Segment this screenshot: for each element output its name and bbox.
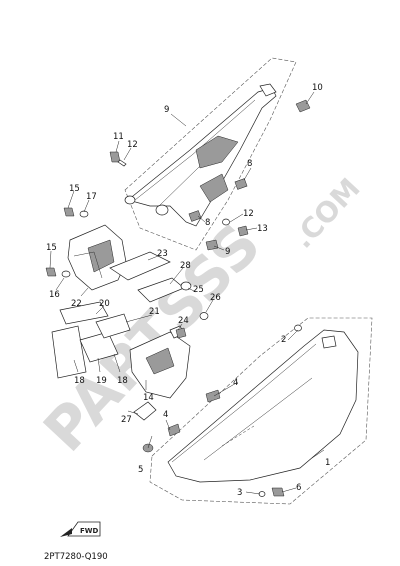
leader-lines — [49, 91, 325, 495]
callout-8: 8 — [247, 159, 252, 169]
fwd-arrow-icon: FWD — [60, 521, 101, 537]
callout-4: 4 — [163, 410, 168, 420]
callout-28: 28 — [180, 261, 191, 271]
callout-7: 9 — [164, 105, 169, 115]
callout-23: 23 — [157, 249, 168, 259]
callout-21: 21 — [149, 307, 160, 317]
callout-6: 6 — [296, 483, 301, 493]
callout-2: 2 — [281, 335, 286, 345]
side-cover-part — [142, 324, 359, 497]
callout-10: 10 — [312, 83, 323, 93]
callout-18: 18 — [117, 376, 128, 386]
callout-13: 13 — [257, 224, 268, 234]
frame-cover-outline — [124, 57, 297, 251]
collar-part — [205, 99, 311, 251]
callout-24: 24 — [178, 316, 189, 326]
callout-17: 17 — [86, 192, 97, 202]
side-cover-bracket — [129, 281, 209, 421]
callout-1: 1 — [325, 458, 330, 468]
callout-3: 3 — [237, 488, 242, 498]
callout-25: 25 — [193, 285, 204, 295]
callout-12: 12 — [127, 140, 138, 150]
callout-20: 20 — [99, 299, 110, 309]
callout-15: 15 — [69, 184, 80, 194]
air-scoop-part — [67, 224, 127, 291]
callout-11: 11 — [113, 132, 124, 142]
callout-14: 14 — [143, 393, 154, 403]
callout-18: 18 — [74, 376, 85, 386]
damper-part — [188, 178, 248, 222]
callout-22: 22 — [71, 299, 82, 309]
frame-cover-part — [124, 83, 277, 227]
watermark-suffix: .COM — [286, 172, 367, 255]
fwd-label: FWD — [80, 527, 99, 535]
callout-16: 16 — [49, 290, 60, 300]
callout-12: 12 — [243, 209, 254, 219]
bolt-part — [45, 151, 230, 278]
callout-19: 19 — [96, 376, 107, 386]
callout-26: 26 — [210, 293, 221, 303]
callouts: 9 10 11 12 8 8 12 13 9 15 17 15 16 22 23… — [46, 83, 330, 498]
side-cover-outline — [149, 317, 373, 505]
callout-27: 27 — [121, 415, 132, 425]
diagram-code: 2PT7280-Q190 — [44, 552, 108, 562]
callout-5: 5 — [138, 465, 143, 475]
seal-part — [51, 251, 185, 379]
callout-4: 4 — [233, 378, 238, 388]
callout-9: 9 — [225, 247, 230, 257]
callout-15: 15 — [46, 243, 57, 253]
watermark-suffix-text: .COM — [286, 172, 367, 255]
callout-8: 8 — [205, 218, 210, 228]
